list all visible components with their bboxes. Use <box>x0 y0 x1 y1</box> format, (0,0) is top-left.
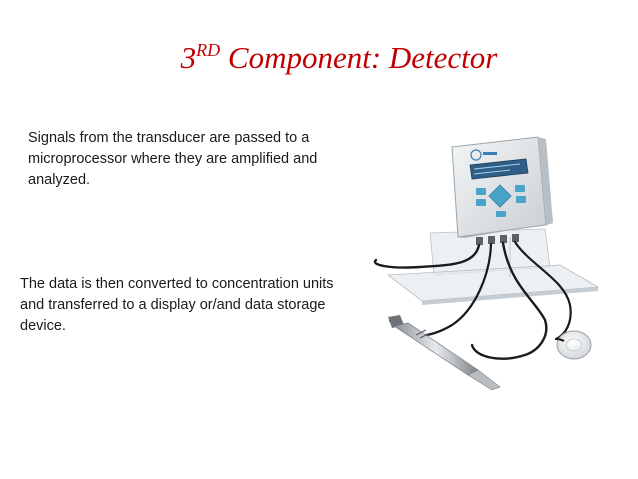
paragraph-data-conversion: The data is then converted to concentrat… <box>20 276 334 334</box>
title-superscript: RD <box>196 40 221 60</box>
title-text: Component: Detector <box>227 40 498 75</box>
probe-sensor <box>388 315 501 390</box>
disk-sensor <box>555 330 592 360</box>
slide-title: 3RD Component: Detector <box>0 40 638 80</box>
paragraph-signals: Signals from the transducer are passed t… <box>28 130 318 188</box>
controller-housing <box>451 136 553 245</box>
detector-device-image <box>373 136 600 390</box>
title-number: 3 <box>180 40 197 75</box>
